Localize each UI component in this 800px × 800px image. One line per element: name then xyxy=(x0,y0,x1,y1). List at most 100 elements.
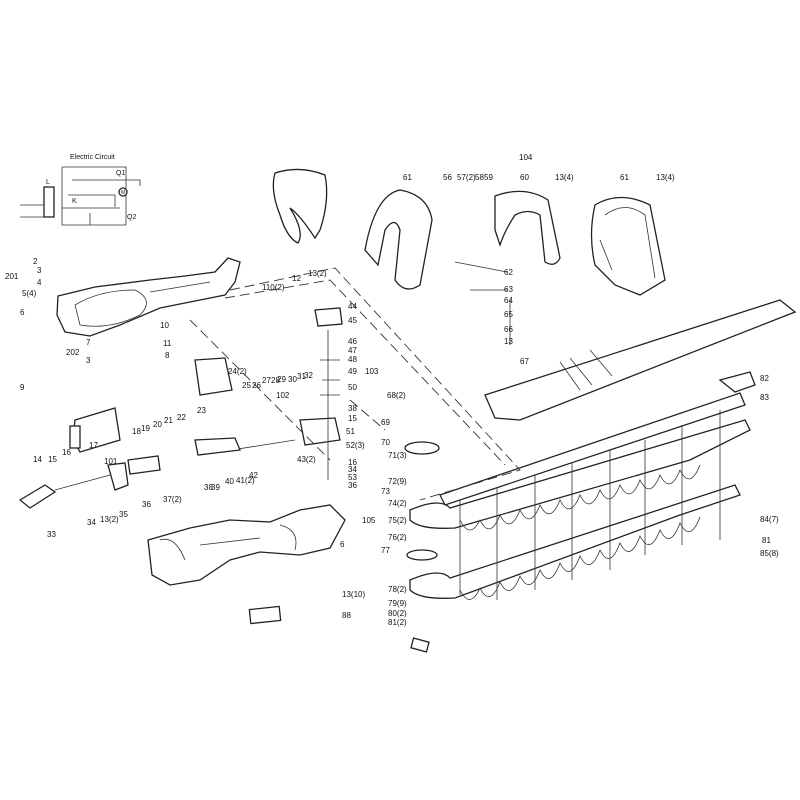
part-label: 81 xyxy=(762,536,771,545)
part-label: 10 xyxy=(160,321,169,330)
part-label: 40 xyxy=(225,477,234,486)
part-label: 81(2) xyxy=(388,618,407,627)
part-label: 26 xyxy=(252,381,261,390)
part-label: 3 xyxy=(37,266,42,275)
part-label: 25 xyxy=(242,381,251,390)
part-label: 62 xyxy=(504,268,513,277)
part-label: 11 xyxy=(163,339,172,348)
part-label: 27 xyxy=(262,376,271,385)
part-label: 82 xyxy=(760,374,769,383)
blade-tube xyxy=(484,299,797,421)
hedge-blades xyxy=(404,371,756,653)
part-label: 38 xyxy=(348,404,357,413)
part-label: 21 xyxy=(164,416,173,425)
part-label: 71(3) xyxy=(388,451,407,460)
part-label: 13(2) xyxy=(100,515,119,524)
part-label: 16 xyxy=(348,458,357,467)
l-label: L xyxy=(46,179,50,186)
cord-and-plug xyxy=(18,455,161,509)
circuit-title: Electric Circuit xyxy=(70,154,115,161)
part-label: 7 xyxy=(86,338,91,347)
part-label: 76(2) xyxy=(388,533,407,542)
part-label: 75(2) xyxy=(388,516,407,525)
part-label: 72(9) xyxy=(388,477,407,486)
part-label: 45 xyxy=(348,316,357,325)
part-label: 6 xyxy=(20,308,25,317)
part-label: 8 xyxy=(165,351,170,360)
part-label: 44 xyxy=(348,302,357,311)
part-label: 48 xyxy=(348,355,357,364)
part-label: 19 xyxy=(141,424,150,433)
part-label: 18 xyxy=(132,427,141,436)
part-label: 58 xyxy=(475,173,484,182)
part-label: 36 xyxy=(142,500,151,509)
part-label: 22 xyxy=(177,413,186,422)
part-label: 47 xyxy=(348,346,357,355)
part-label: 3 xyxy=(86,356,91,365)
part-label: 31 xyxy=(297,372,306,381)
part-label: 78(2) xyxy=(388,585,407,594)
part-label: 110(2) xyxy=(262,283,285,292)
part-label: 52(3) xyxy=(346,441,365,450)
part-label: 12 xyxy=(292,274,301,283)
part-label: 67 xyxy=(520,357,529,366)
part-label: 34 xyxy=(87,518,96,527)
part-label: 61 xyxy=(403,173,412,182)
part-label: 63 xyxy=(504,285,513,294)
part-label: 66 xyxy=(504,325,513,334)
part-label: 30 xyxy=(288,375,297,384)
part-label: 9 xyxy=(20,383,25,392)
part-label: 35 xyxy=(119,510,128,519)
part-label: 38 xyxy=(204,483,213,492)
part-label: 43(2) xyxy=(297,455,316,464)
part-label: 16 xyxy=(62,448,71,457)
part-label: 32 xyxy=(304,371,313,380)
electric-circuit: Electric Circuit Q1 L K M Q2 xyxy=(20,154,141,226)
part-label: 64 xyxy=(504,296,513,305)
assembled-housing xyxy=(147,504,346,625)
part-label: 68(2) xyxy=(387,391,406,400)
part-label: 56 xyxy=(443,173,452,182)
part-label: 51 xyxy=(346,427,355,436)
part-label: 42 xyxy=(249,471,258,480)
part-label: 4 xyxy=(37,278,42,287)
part-label: 53 xyxy=(348,473,357,482)
part-label: 73 xyxy=(381,487,390,496)
part-label: 105 xyxy=(362,516,376,525)
dashed-guides xyxy=(189,267,521,501)
front-handle-cover xyxy=(272,168,328,244)
part-label: 61 xyxy=(620,173,629,182)
part-label: 74(2) xyxy=(388,499,407,508)
part-label: 65 xyxy=(504,310,513,319)
part-label: 59 xyxy=(484,173,493,182)
part-label: 60 xyxy=(520,173,529,182)
motor-housing xyxy=(56,257,241,337)
motor-symbol xyxy=(118,187,128,197)
part-label: 13(10) xyxy=(342,590,365,599)
rear-handles xyxy=(364,189,666,345)
part-label: 28 xyxy=(271,376,280,385)
part-label: 84(7) xyxy=(760,515,779,524)
part-label: 13(4) xyxy=(656,173,675,182)
part-label: 34 xyxy=(348,465,357,474)
part-label: 49 xyxy=(348,367,357,376)
part-label: 69 xyxy=(381,418,390,427)
part-label: 46 xyxy=(348,337,357,346)
nut-plate xyxy=(410,637,430,653)
part-label: 103 xyxy=(365,367,379,376)
part-label: 83 xyxy=(760,393,769,402)
part-label: 88 xyxy=(342,611,351,620)
part-label: 57(2) xyxy=(457,173,476,182)
part-label: 202 xyxy=(66,348,80,357)
part-label: 13 xyxy=(504,337,513,346)
q1-label: Q1 xyxy=(116,170,125,177)
part-label: 104 xyxy=(519,153,533,162)
part-label: 101 xyxy=(104,457,118,466)
part-label: 37(2) xyxy=(163,495,182,504)
part-label: 85(8) xyxy=(760,549,779,558)
fan xyxy=(69,425,81,449)
part-label: 14 xyxy=(33,455,42,464)
part-label: 39 xyxy=(211,483,220,492)
inductor-symbol xyxy=(43,186,55,218)
